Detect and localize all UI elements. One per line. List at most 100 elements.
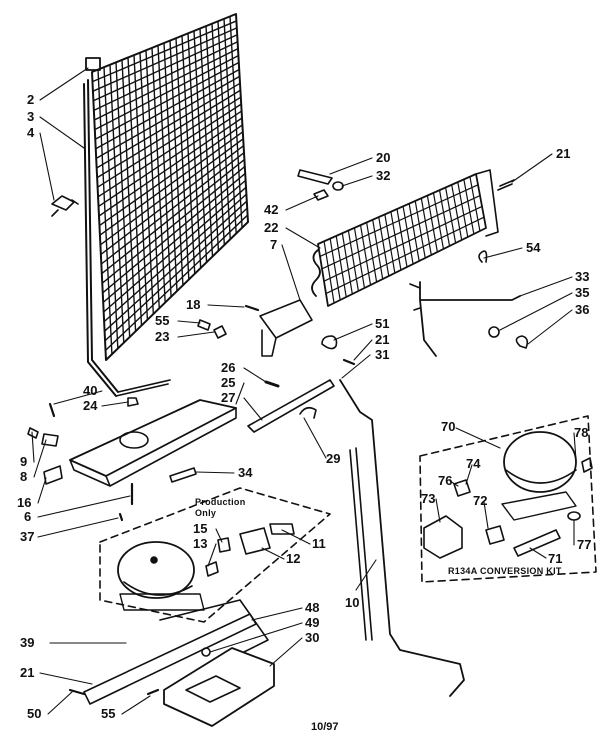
label-part-76: 76 <box>438 473 453 488</box>
label-part-4: 4 <box>27 125 35 140</box>
relay-part-73 <box>423 515 463 559</box>
label-part-16: 16 <box>17 495 32 510</box>
label-part-24: 24 <box>83 398 98 413</box>
label-part-70: 70 <box>441 419 456 434</box>
label-part-71: 71 <box>548 551 563 566</box>
label-part-23: 23 <box>155 329 170 344</box>
tube-joint <box>409 283 421 311</box>
base-detail <box>185 675 241 703</box>
fitting-part-20 <box>297 169 333 185</box>
label-part-42: 42 <box>264 202 279 217</box>
screw-part-18 <box>244 304 260 312</box>
label-part-54: 54 <box>526 240 541 255</box>
label-part-26: 26 <box>221 360 236 375</box>
part-8 <box>41 433 59 447</box>
clip-part-23 <box>213 325 227 339</box>
drain-tube-part-31 <box>339 379 465 697</box>
label-part-13: 13 <box>193 536 208 551</box>
rear-condenser <box>83 13 249 397</box>
production-only-box <box>99 487 331 623</box>
label-part-55-top: 55 <box>155 313 170 328</box>
label-part-78: 78 <box>574 425 589 440</box>
label-part-35: 35 <box>575 285 590 300</box>
condenser-coil <box>311 169 499 307</box>
label-part-48: 48 <box>305 600 320 615</box>
label-part-25: 25 <box>221 375 236 390</box>
label-part-2: 2 <box>27 92 35 107</box>
screw-part-55-bottom <box>146 688 160 696</box>
clip-part-36 <box>515 335 529 349</box>
bracket-part-7 <box>259 299 313 357</box>
label-part-22: 22 <box>264 220 279 235</box>
production-only-line2: Only <box>195 508 217 518</box>
conversion-kit-label: R134A CONVERSION KIT <box>448 566 562 576</box>
label-part-3: 3 <box>27 109 35 124</box>
label-part-29: 29 <box>326 451 341 466</box>
part-13 <box>205 561 219 577</box>
label-part-77: 77 <box>577 537 592 552</box>
label-part-32: 32 <box>376 168 391 183</box>
label-part-6: 6 <box>24 509 32 524</box>
label-part-73: 73 <box>421 491 436 506</box>
part-26 <box>264 380 280 388</box>
screw-part-42 <box>313 189 329 201</box>
label-part-8: 8 <box>20 469 28 484</box>
label-part-31: 31 <box>375 347 390 362</box>
part-72 <box>485 525 505 545</box>
label-part-55-bottom: 55 <box>101 706 116 721</box>
screw-part-40 <box>48 402 56 418</box>
clip-part-51 <box>321 335 338 350</box>
screw-part-50 <box>68 688 86 696</box>
grommet-part-49 <box>201 647 211 657</box>
label-part-12: 12 <box>286 551 301 566</box>
bracket-part-16 <box>43 465 63 485</box>
part-78 <box>581 457 593 473</box>
label-part-20: 20 <box>376 150 391 165</box>
label-part-21-top: 21 <box>556 146 571 161</box>
label-part-18: 18 <box>186 297 201 312</box>
label-part-27: 27 <box>221 390 236 405</box>
part-15 <box>217 537 231 553</box>
screw-part-37 <box>118 512 124 522</box>
overload-part-11 <box>269 523 295 535</box>
grommet-part-35 <box>488 326 500 338</box>
label-part-21-bottom: 21 <box>20 665 35 680</box>
clip-part-29 <box>299 406 317 419</box>
drain-pan-part-25 <box>69 399 237 487</box>
compressor-old <box>117 541 205 611</box>
label-part-72: 72 <box>473 493 488 508</box>
label-part-15: 15 <box>193 521 208 536</box>
screw-part-21-top <box>497 179 515 191</box>
relay-part-12 <box>239 527 271 555</box>
label-part-10: 10 <box>345 595 360 610</box>
label-part-49: 49 <box>305 615 320 630</box>
clip-part-2 <box>85 57 101 71</box>
compressor-new-part-70 <box>501 431 577 521</box>
part-34 <box>169 467 197 483</box>
filter-drier-part-71 <box>513 529 561 557</box>
bracket-part-4 <box>51 195 79 217</box>
label-part-30: 30 <box>305 630 320 645</box>
label-part-51: 51 <box>375 316 390 331</box>
grommet-part-55-top <box>197 319 211 331</box>
label-part-7: 7 <box>270 237 278 252</box>
part-76 <box>453 479 471 497</box>
label-part-50: 50 <box>27 706 42 721</box>
conversion-kit-box <box>419 415 597 583</box>
rail-part-21 <box>83 613 257 705</box>
label-part-9: 9 <box>20 454 28 469</box>
label-part-37: 37 <box>20 529 35 544</box>
nut-part-24 <box>127 397 139 407</box>
label-part-36: 36 <box>575 302 590 317</box>
label-part-40: 40 <box>83 383 98 398</box>
revision-date: 10/97 <box>311 721 339 733</box>
production-only-line1: Production <box>195 497 246 507</box>
label-part-34: 34 <box>238 465 253 480</box>
grommet-part-77 <box>567 511 581 521</box>
label-part-11: 11 <box>312 536 326 551</box>
label-part-74: 74 <box>466 456 481 471</box>
clip-part-54 <box>478 250 488 263</box>
tube-part-33 <box>419 281 521 357</box>
